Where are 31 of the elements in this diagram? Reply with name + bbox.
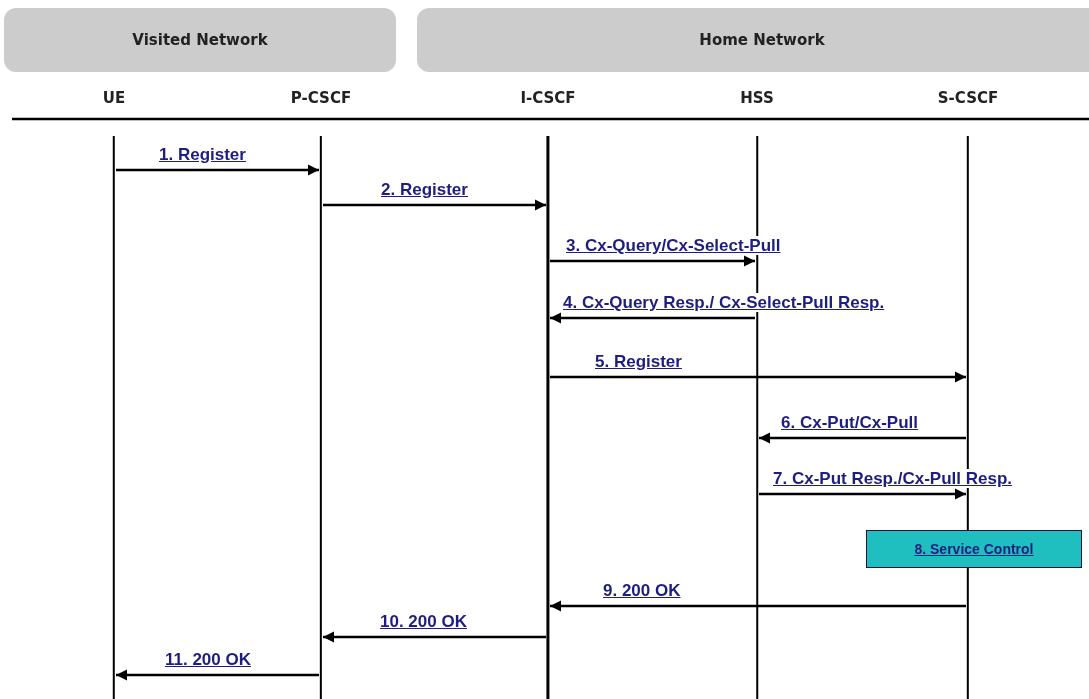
message-arrow <box>759 488 966 500</box>
edge-label: 5. Register <box>594 352 683 371</box>
participant-label: S-CSCF <box>937 88 999 108</box>
edge-label: 6. Cx-Put/Cx-Pull <box>780 413 919 432</box>
message-arrow <box>550 255 755 267</box>
message-arrow <box>759 432 966 444</box>
message-arrow <box>550 312 755 324</box>
edge-label: 7. Cx-Put Resp./Cx-Pull Resp. <box>772 469 1013 488</box>
network-label: Home Network <box>699 31 825 49</box>
edge-label: 2. Register <box>380 180 469 199</box>
message-arrow <box>550 371 966 383</box>
edge-label: 10. 200 OK <box>379 612 468 631</box>
network-band <box>417 8 1089 72</box>
network-band <box>4 8 396 72</box>
message-arrow <box>323 631 546 643</box>
network-label: Visited Network <box>132 31 268 49</box>
edge-label: 3. Cx-Query/Cx-Select-Pull <box>565 236 782 255</box>
edge-label: 4. Cx-Query Resp./ Cx-Select-Pull Resp. <box>562 293 886 312</box>
participant-label: I-CSCF <box>520 88 576 108</box>
participant-label: P-CSCF <box>290 88 352 108</box>
message-arrow <box>116 669 319 681</box>
participant-label: UE <box>102 88 126 108</box>
action-box <box>866 530 1082 568</box>
message-arrow <box>323 199 546 211</box>
message-arrow <box>116 164 319 176</box>
edge-label: 9. 200 OK <box>602 581 682 600</box>
message-arrow <box>550 600 966 612</box>
edge-label: 11. 200 OK <box>164 650 252 669</box>
edge-label: 1. Register <box>158 145 247 164</box>
action-label: 8. Service Control <box>914 541 1034 557</box>
participant-label: HSS <box>740 88 774 108</box>
